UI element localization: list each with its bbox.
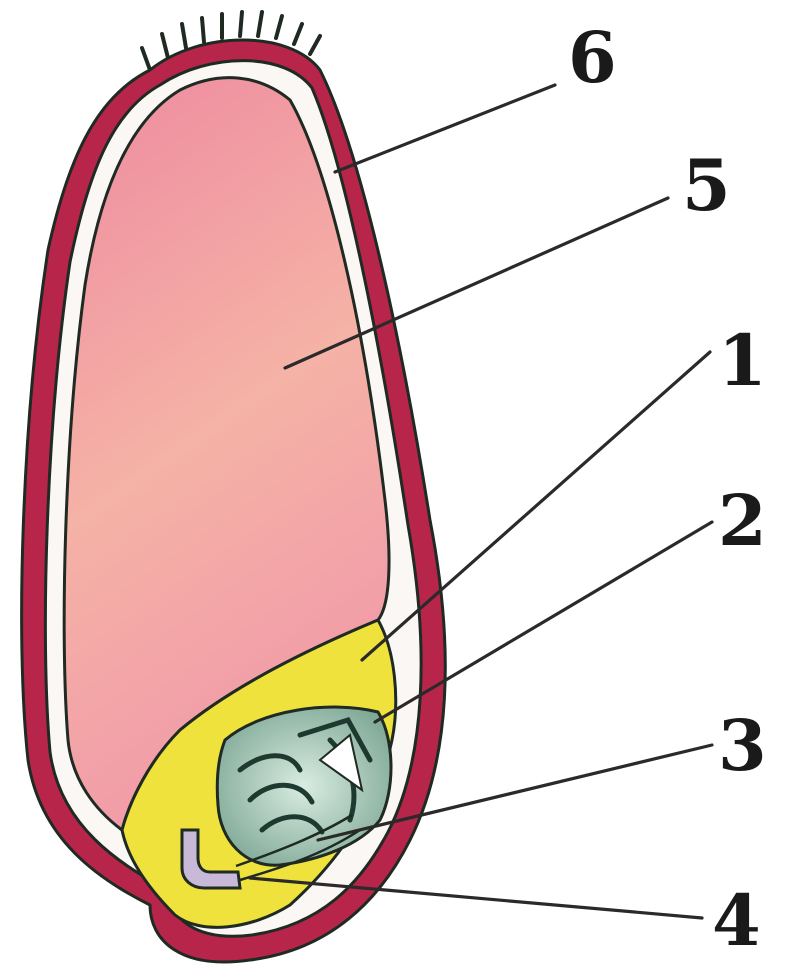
label-1: 1 xyxy=(718,319,767,402)
label-3: 3 xyxy=(718,704,767,787)
leader-line-6 xyxy=(335,85,555,172)
label-5: 5 xyxy=(682,144,731,227)
label-2: 2 xyxy=(718,479,767,562)
label-4: 4 xyxy=(712,879,761,962)
label-6: 6 xyxy=(568,16,617,99)
